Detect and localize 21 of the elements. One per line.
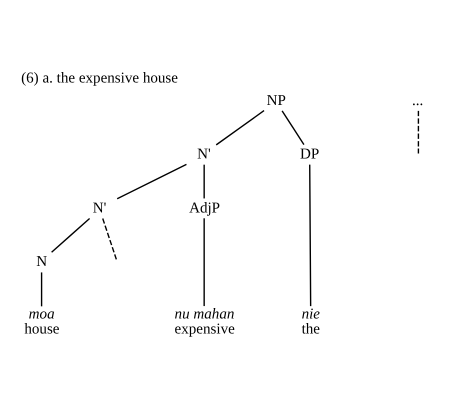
node-text: nu mahan expensive: [174, 306, 235, 338]
connector: [309, 164, 312, 306]
node-text: DP: [300, 146, 320, 162]
connector: [216, 110, 264, 145]
node-text: NP: [266, 92, 286, 108]
node-text: N': [92, 200, 106, 216]
node-text: N': [197, 146, 211, 162]
node-text: N: [36, 254, 48, 270]
diagram-title: (6) a. the expensive house: [21, 70, 178, 86]
connector: [203, 218, 205, 306]
connector: [203, 164, 205, 198]
connector: [116, 163, 187, 199]
connector: [51, 217, 90, 252]
connector: [282, 110, 304, 144]
connector: [418, 110, 420, 153]
connector: [40, 272, 42, 306]
connector: [102, 218, 118, 261]
node-text: ...: [412, 92, 424, 108]
node-text: moa house: [24, 306, 60, 338]
node-text: AdjP: [189, 200, 220, 216]
node-text: nie the: [302, 306, 320, 338]
